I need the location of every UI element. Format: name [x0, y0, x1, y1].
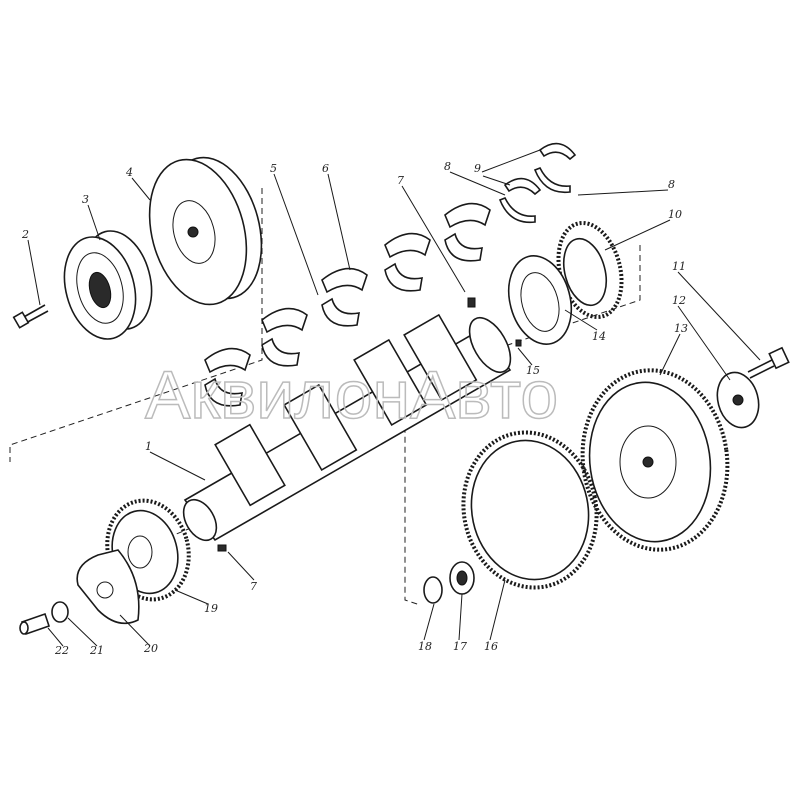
label-1: 1 — [145, 440, 152, 453]
label-8-right: 8 — [668, 178, 675, 191]
plate-12 — [716, 371, 760, 429]
label-7: 7 — [397, 174, 404, 187]
pulley-3 — [63, 230, 153, 340]
label-3: 3 — [82, 193, 89, 206]
label-22: 22 — [54, 644, 69, 657]
label-16: 16 — [484, 640, 498, 653]
bearing-shells — [204, 202, 491, 407]
thrust-half-washers — [498, 142, 577, 224]
label-4: 4 — [125, 166, 133, 179]
pin-22 — [19, 612, 51, 636]
bolt-11 — [747, 346, 790, 379]
label-2: 2 — [21, 228, 29, 241]
label-17: 17 — [453, 640, 467, 653]
ring-gear-16 — [461, 430, 599, 590]
label-10: 10 — [668, 208, 682, 221]
part-labels: 1 2 3 4 5 6 7 8 9 8 10 11 12 13 14 15 7 … — [21, 160, 688, 657]
label-9: 9 — [474, 162, 481, 175]
leader-lines — [27, 149, 761, 647]
label-11: 11 — [672, 260, 686, 273]
counterweight-20 — [76, 549, 140, 625]
circlip-18 — [423, 576, 443, 604]
label-14: 14 — [592, 330, 606, 343]
damper-4 — [148, 156, 263, 306]
label-21: 21 — [89, 644, 104, 657]
seal-14 — [507, 255, 573, 345]
label-19: 19 — [204, 602, 218, 615]
gear-10 — [556, 220, 624, 320]
label-13: 13 — [674, 322, 688, 335]
label-7-lower: 7 — [250, 580, 257, 593]
label-15: 15 — [526, 364, 540, 377]
label-18: 18 — [418, 640, 432, 653]
watermark: АквилонАвто — [145, 357, 558, 433]
label-5: 5 — [270, 162, 277, 175]
ring-21 — [51, 601, 69, 623]
label-12: 12 — [672, 294, 686, 307]
bolt-2 — [12, 304, 49, 329]
label-8: 8 — [444, 160, 451, 173]
label-6: 6 — [322, 162, 329, 175]
crankshaft-1 — [182, 297, 522, 542]
flywheel-13 — [580, 368, 730, 552]
key-7-lower — [217, 544, 227, 552]
bushing-17 — [449, 561, 475, 595]
label-20: 20 — [143, 642, 158, 655]
